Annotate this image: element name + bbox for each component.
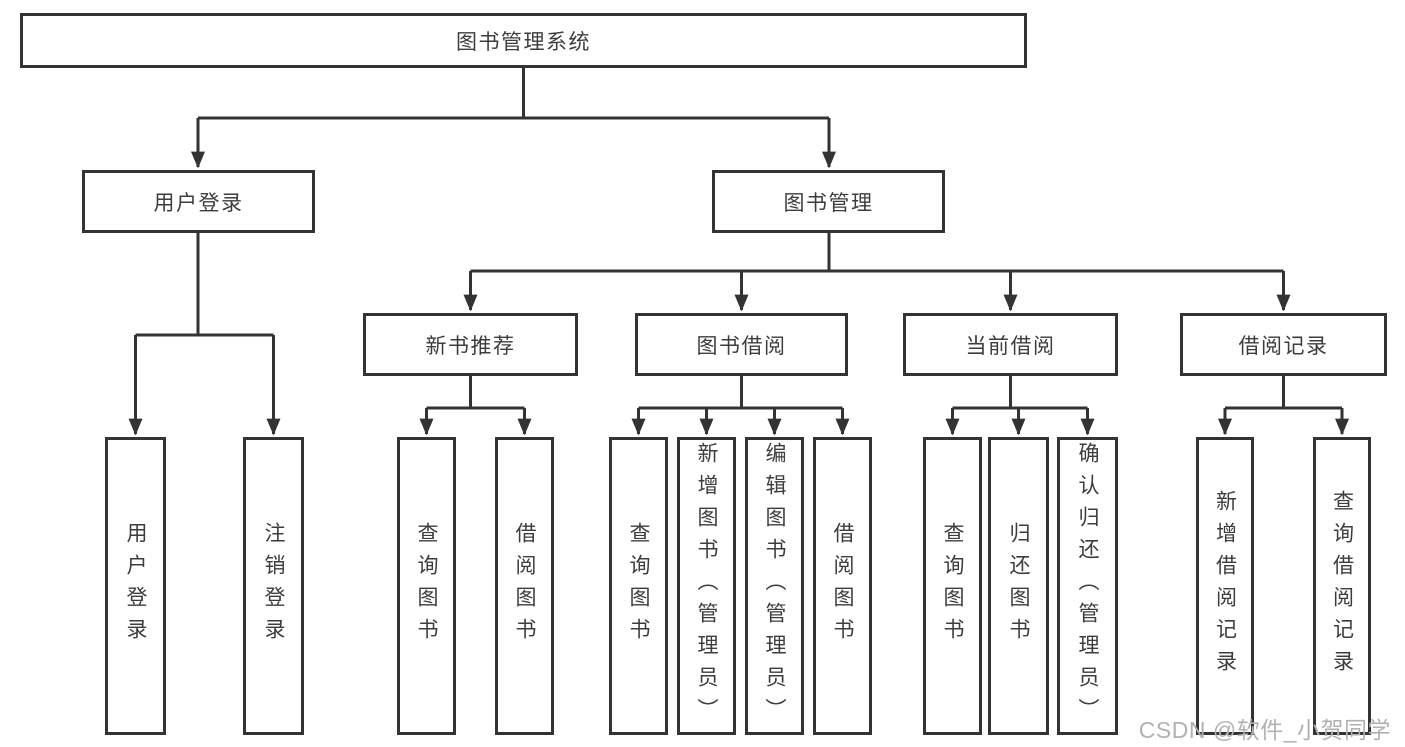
leaf-current-query-books: 查询图书 [923,437,982,735]
node-current-borrowing: 当前借阅 [903,313,1118,376]
leaf-recommend-query-books: 查询图书 [397,437,456,735]
node-new-book-recommendation: 新书推荐 [363,313,578,376]
node-library-management-system: 图书管理系统 [20,13,1027,68]
watermark-text: CSDN @软件_小贺同学 [1138,717,1391,743]
node-book-borrowing: 图书借阅 [635,313,848,376]
leaf-borrowing-add-books-admin: 新增图书（管理员） [677,437,736,735]
leaf-records-add-borrow-record: 新增借阅记录 [1196,437,1254,735]
leaf-borrowing-query-books: 查询图书 [609,437,668,735]
leaf-records-query-borrow-record: 查询借阅记录 [1313,437,1371,735]
leaf-recommend-borrow-books: 借阅图书 [495,437,554,735]
node-borrowing-records: 借阅记录 [1180,313,1387,376]
leaf-borrowing-borrow-books: 借阅图书 [813,437,872,735]
leaf-borrowing-edit-books-admin: 编辑图书（管理员） [745,437,804,735]
node-book-management: 图书管理 [712,170,945,233]
leaf-logout-login: 注销登录 [243,437,304,735]
leaf-current-confirm-return-admin: 确认归还（管理员） [1057,437,1118,735]
node-user-login: 用户登录 [82,170,315,233]
leaf-user-login: 用户登录 [105,437,166,735]
leaf-current-return-books: 归还图书 [988,437,1049,735]
